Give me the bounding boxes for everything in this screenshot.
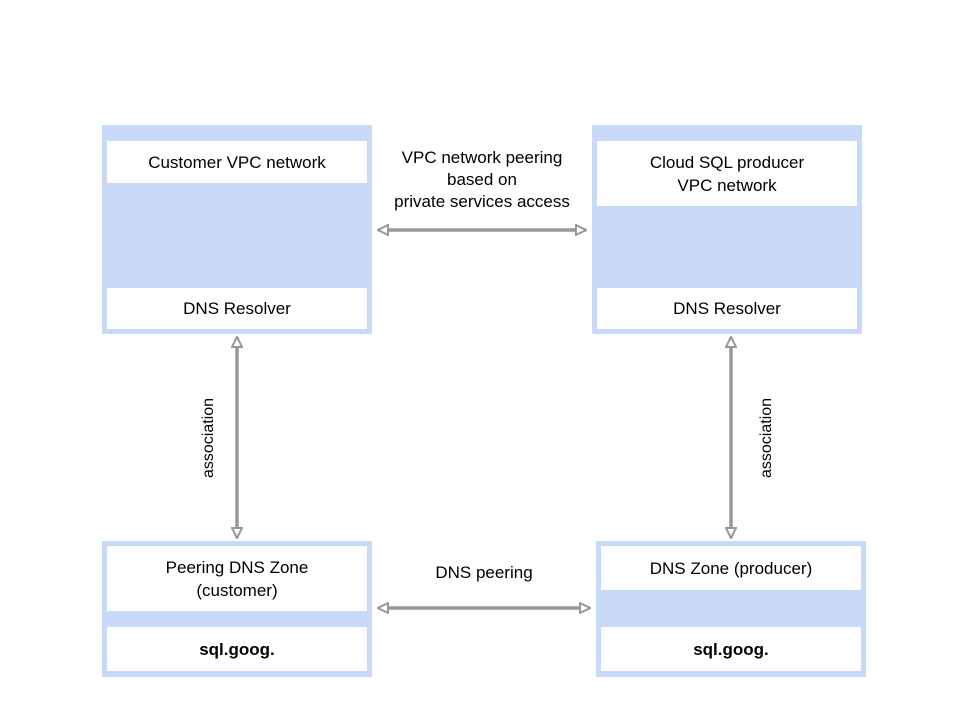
producer-dns-zone-box: DNS Zone (producer) sql.goog. xyxy=(596,541,866,677)
producer-vpc-title: Cloud SQL producer VPC network xyxy=(597,141,857,206)
customer-vpc-box: Customer VPC network DNS Resolver xyxy=(102,125,372,334)
customer-vpc-title: Customer VPC network xyxy=(107,141,367,183)
producer-dns-resolver: DNS Resolver xyxy=(597,288,857,329)
dns-peering-label: DNS peering xyxy=(435,563,533,582)
customer-dns-resolver: DNS Resolver xyxy=(107,288,367,329)
producer-zone-domain: sql.goog. xyxy=(601,627,861,671)
peering-zone-domain: sql.goog. xyxy=(107,627,367,671)
producer-vpc-box: Cloud SQL producer VPC network DNS Resol… xyxy=(592,125,862,334)
producer-dns-zone-title: DNS Zone (producer) xyxy=(601,546,861,590)
vpc-peering-label: VPC network peering based on private ser… xyxy=(394,148,570,211)
peering-dns-zone-title: Peering DNS Zone (customer) xyxy=(107,546,367,611)
peering-dns-zone-box: Peering DNS Zone (customer) sql.goog. xyxy=(102,541,372,677)
